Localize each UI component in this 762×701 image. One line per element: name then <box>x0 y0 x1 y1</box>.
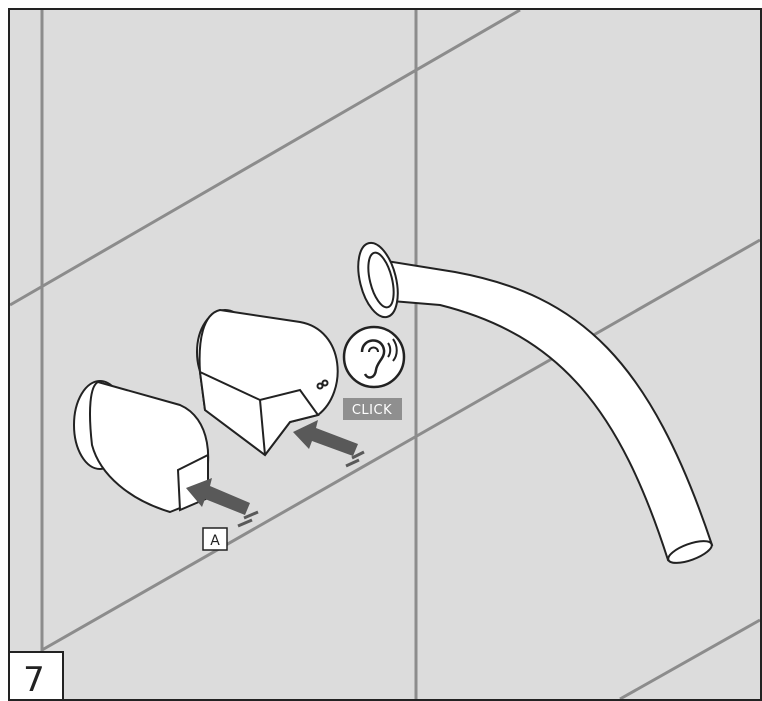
click-badge <box>343 398 402 420</box>
handle-right-edge <box>259 399 266 456</box>
push-arrow-right <box>293 420 358 456</box>
diagram-frame <box>8 8 762 701</box>
handle-right <box>196 308 339 457</box>
push-arrow-right-motion-2 <box>345 458 360 468</box>
push-arrow-right-motion-1 <box>351 450 365 460</box>
step-number-box <box>8 651 64 701</box>
handle-right-dot-2 <box>321 379 329 387</box>
handle-right-lever <box>198 370 320 457</box>
part-label-box <box>202 527 228 551</box>
handle-right-dot-1 <box>316 382 324 390</box>
grout-diagonal-middle <box>41 238 761 652</box>
tile-grout-lines <box>9 8 761 701</box>
push-arrow-left-motion-1 <box>243 510 259 520</box>
push-arrow-left-motion-2 <box>237 518 253 528</box>
ear-sound-icon <box>342 325 406 389</box>
sound-wave-1 <box>387 342 392 358</box>
ear-icon-outline <box>360 339 386 379</box>
step-number: 7 <box>23 660 45 700</box>
spout-outlet <box>667 540 713 564</box>
ear-icon-circle <box>342 325 406 389</box>
push-arrow-icon <box>186 420 365 528</box>
sound-wave-2 <box>392 338 398 362</box>
click-badge-text: CLICK <box>352 403 392 418</box>
grout-diagonal-lower <box>619 618 761 701</box>
push-arrow-left <box>186 478 250 515</box>
part-label-text: A <box>210 533 220 549</box>
grout-diagonal-upper <box>9 8 521 307</box>
ear-icon-inner <box>368 346 379 353</box>
spout-rosette-inner <box>367 251 395 309</box>
wall-spout <box>357 241 714 564</box>
